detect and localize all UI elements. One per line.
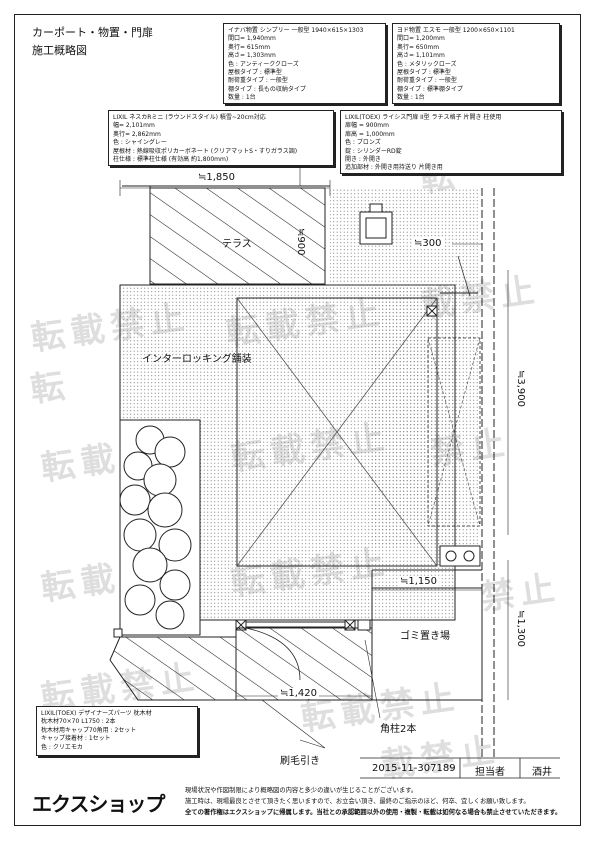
person-name: 酒井 [532,767,552,778]
dimension-1420: ≒1,420 [278,688,320,699]
garbage-label: ゴミ置き場 [400,631,450,642]
shrub-cluster [119,425,192,630]
spec-line: 棚タイプ : 標準棚タイプ [397,85,463,93]
interlocking-label: インターロッキング舗装 [142,354,252,365]
carport-roof-diagonal [236,297,438,567]
spec-line: イナバ物置 シンプリー 一般型 1940×615×1303 [228,27,364,34]
spec-line: 扉幅 = 900mm [345,122,389,130]
planter-hatch [109,636,237,701]
spec-line: 色 : メタリックローズ [397,60,457,68]
dimension-3900: ≒3,900 [515,370,526,408]
spec-line: キャップ接着材 : 1セット [41,735,111,743]
spec-line: LIXIL ネスカRミニ (ラウンドスタイル) 積雪~20cm対応 [113,114,266,121]
spec-line: 高さ= 1,101mm [397,52,445,60]
person-label: 担当者 [475,767,505,778]
spec-line: 色 : アンティーククローズ [228,60,299,68]
spec-line: 枕木材70×70 L1750 : 2本 [41,718,116,726]
spec-line: 間口= 1,940mm [228,35,276,43]
leader-line [261,699,326,749]
footer-note: 施工時は、現場最良とさせて頂きたく思いますので、お立会い頂き、最終のご指示のほど… [185,798,530,805]
gate-post-block [445,550,457,562]
page-subtitle: 施工概略図 [32,44,87,57]
storage-outline [427,337,481,527]
drawing-number: 2015-11-307189 [372,763,456,774]
dimension-1300: ≒1,300 [515,610,526,648]
spec-line: 数量 : 1台 [397,94,425,102]
footer-note: 全ての著作権はエクスショップに帰属します。当社との承認範囲以外の使用・複製・転載… [185,809,562,816]
dimension-300: ≒300 [412,238,444,249]
carport-post [426,305,438,317]
railing-post [357,619,371,631]
spec-box-carport: LIXIL ネスカRミニ (ラウンドスタイル) 積雪~20cm対応 幅= 2,1… [108,110,334,166]
dimension-1150: ≒1,150 [398,576,440,587]
spec-line: 数量 : 1台 [228,94,256,102]
spec-line: 色 : クリエモカ [41,743,83,751]
spec-line: 色 : ブロンズ [345,139,381,147]
spec-box-storage-inaba: イナバ物置 シンプリー 一般型 1940×615×1303 間口= 1,940m… [223,23,386,104]
spec-line: 屋根タイプ : 標準型 [397,68,451,76]
spec-line: 屋根材 : 熱線吸収ポリカーボネート (クリアマットS・すりガラス調) [113,147,298,155]
spec-line: 開き : 外開き [345,155,381,163]
spec-line: 幅= 2,101mm [113,122,155,130]
spec-line: 高さ= 1,303mm [228,52,276,60]
spec-line: LIXIL(TOEX) デザイナーズパーツ 枕木材 [41,710,152,717]
footer-note: 現場状況や作図制限により概略図の内容と多少の違いが生じることがございます。 [185,787,418,794]
planter-post [113,628,123,638]
spec-line: 奥行= 615mm [228,43,271,51]
brushed-label: 刷毛引き [280,756,320,767]
spec-line: 奥行= 2,862mm [113,130,161,138]
page-title: カーポート・物置・門扉 [32,26,153,39]
storage-outline [427,337,481,527]
meter-box [369,203,383,213]
dimension-1850: ≒1,850 [196,172,238,183]
spec-box-gate: LIXIL(TOEX) ライシス門扉 II型 ラチス格子 片開き 柱使用 扉幅 … [340,110,562,174]
interlocking-area [330,188,478,288]
spec-line: 奥行= 650mm [397,43,440,51]
spec-box-designers-parts: LIXIL(TOEX) デザイナーズパーツ 枕木材 枕木材70×70 L1750… [36,706,198,756]
spec-line: 色 : シャイングレー [113,139,167,147]
gate-swing [457,255,471,297]
spec-line: 追加部材 : 外開き用持送り 片開き用 [345,164,443,172]
meter-box [365,217,387,239]
spec-line: LIXIL(TOEX) ライシス門扉 II型 ラチス格子 片開き 柱使用 [345,114,502,121]
interlocking-area [370,285,480,547]
terrace-label: テラス [222,239,252,250]
dimension-900: ≒900 [295,228,306,256]
spec-line: 枕木材用キャップ70角用 : 2セット [41,726,137,734]
page-frame [14,14,581,826]
spec-line: 棚タイプ : 長もの収納タイプ [228,85,306,93]
spec-line: 屋根タイプ : 標準型 [228,68,282,76]
spec-line: 扉高 = 1,000mm [345,130,395,138]
spec-line: 間口= 1,200mm [397,35,445,43]
leader-line [299,739,326,749]
gate-swing-arc [245,627,301,681]
spec-box-storage-yodo: ヨド物置 エスモ 一般型 1200×650×1101 間口= 1,200mm 奥… [392,23,560,104]
carport-roof [236,297,438,567]
company-logo: エクスショップ [32,792,165,816]
leader-line [364,639,381,719]
gate-post-block [463,550,475,562]
spec-line: 耐荷重タイプ : 一般型 [397,77,457,85]
spec-line: 柱仕様 : 標準柱仕様 (有効高 約1,800mm) [113,155,229,163]
terrace-area [149,187,326,285]
spec-line: 耐荷重タイプ : 一般型 [228,77,288,85]
corner-post-label: 角柱2本 [380,724,417,735]
spec-line: 錠 : シリンダーRD錠 [345,147,402,155]
spec-line: ヨド物置 エスモ 一般型 1200×650×1101 [397,27,515,34]
